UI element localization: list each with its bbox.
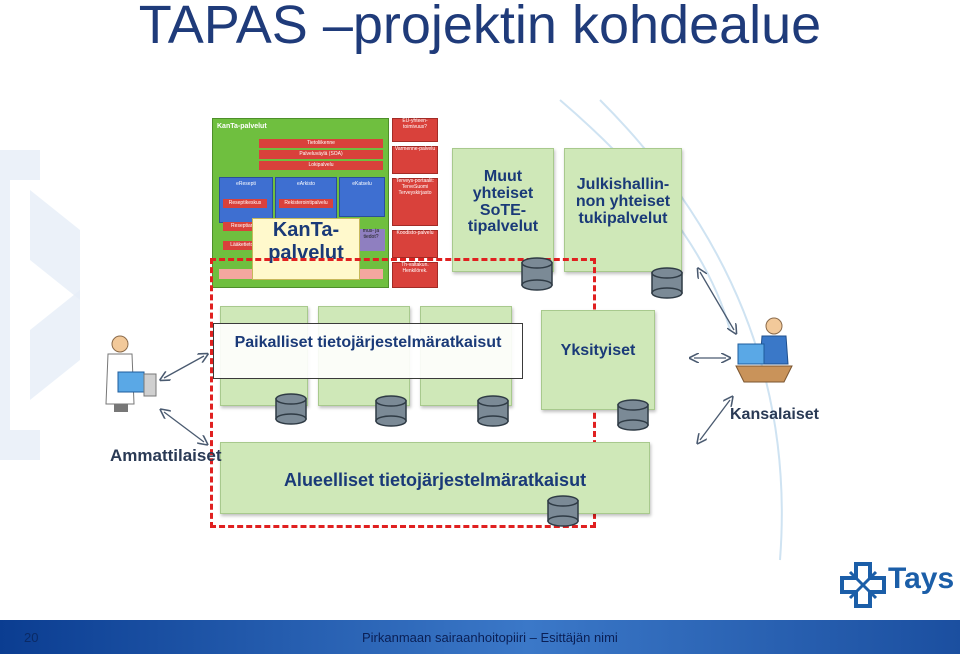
box-julkishallinto-label: Julkishallin-non yhteiset tukipalvelut — [575, 176, 671, 227]
box-alueelliset: Alueelliset tietojärjestelmäratkaisut — [220, 442, 650, 514]
box-julkishallinto: Julkishallin-non yhteiset tukipalvelut — [564, 148, 682, 272]
kanta-bar-lokipalvelu: Lokipalvelu — [259, 161, 383, 170]
paikalliset-label: Paikalliset tietojärjestelmäratkaisut — [213, 323, 523, 379]
kanta-reseptiarkisto: Reseptiark — [223, 222, 263, 231]
box-muut-sote-label: Muut yhteiset SoTE-tipalvelut — [467, 168, 539, 236]
kanta-bar-palveluvayla: Palveluväylä (SOA) — [259, 150, 383, 159]
box-muut-sote: Muut yhteiset SoTE-tipalvelut — [452, 148, 554, 272]
database-icon — [275, 257, 683, 527]
side-eu-yhteentoimivuus: EU-yhteen-toimivuus? — [392, 118, 438, 142]
kanta-panel-header: KanTa-palvelut — [217, 123, 267, 130]
box-alueelliset-label: Alueelliset tietojärjestelmäratkaisut — [283, 470, 587, 490]
kanta-bar-tietoliikenne: Tietoliikenne — [259, 139, 383, 148]
database-icons — [275, 257, 683, 527]
arrow-kansalaiset-julkis — [700, 272, 734, 330]
side-varmennepalvelu: Varmenne-palvelu — [392, 146, 438, 174]
box-yksityiset-label: Yksityiset — [560, 342, 636, 359]
professional-figure-icon — [105, 335, 157, 412]
kanta-laaketietokanta: Lääketietok — [223, 241, 263, 250]
arrow-kansalaiset-alueelliset — [700, 400, 730, 440]
kanta-reseptikeskus: Reseptikeskus — [223, 199, 267, 208]
footer-bar: 20 Pirkanmaan sairaanhoitopiiri – Esittä… — [0, 620, 960, 654]
citizen-figure-icon — [735, 317, 793, 383]
page-title: TAPAS –projektin kohdealue — [138, 0, 822, 55]
arrow-ammattilaiset-paikalliset — [164, 356, 204, 378]
tays-logo-text: Tays — [888, 562, 955, 595]
side-koodistopalvelu: Koodisto-palvelu — [392, 230, 438, 258]
kanta-ekatselu: eKatselu — [339, 177, 385, 217]
footer-text: Pirkanmaan sairaanhoitopiiri – Esittäjän… — [362, 630, 618, 645]
kanta-label: KanTa-palvelut — [252, 218, 360, 280]
side-terveysportaalit: Terveys-portaalit: TerveSuomi Terveyskir… — [392, 178, 438, 226]
ammattilaiset-label: Ammattilaiset — [110, 446, 222, 465]
page-number: 20 — [24, 630, 39, 645]
kanta-rekisterointipalvelu: Rekisterointipalvelu — [279, 199, 333, 208]
tays-logo-cross-icon — [840, 562, 886, 608]
arrow-ammattilaiset-alueelliset — [164, 412, 204, 442]
kansalaiset-label: Kansalaiset — [730, 406, 819, 423]
connection-arrows — [0, 0, 960, 620]
side-henkilorekisteri: Th-valtakun. Henkilörek. — [392, 262, 438, 288]
box-yksityiset: Yksityiset — [541, 310, 655, 410]
kanta-tiedot: mus- ja tiedot? — [357, 228, 385, 251]
